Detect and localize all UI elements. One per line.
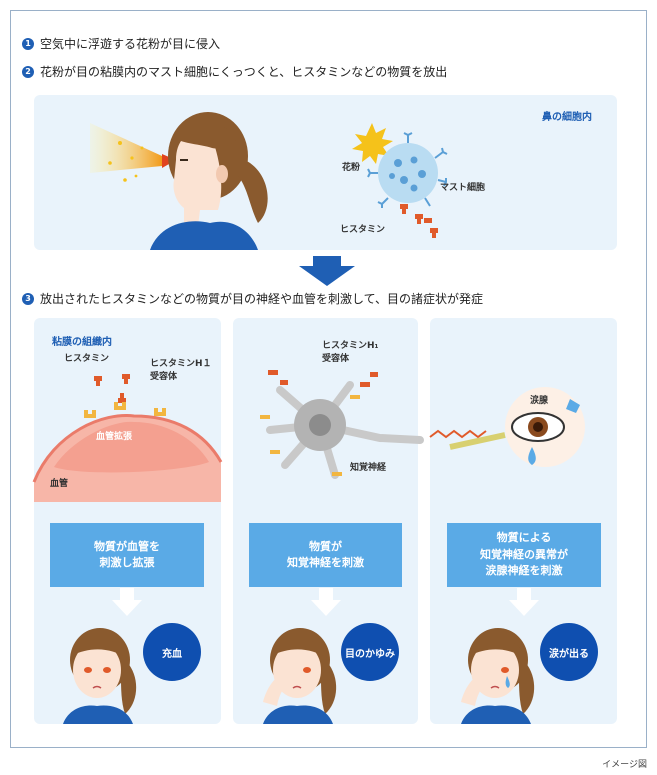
vessel-label: 血管: [50, 479, 69, 489]
nasal-cell-panel: [34, 95, 617, 250]
box-line: 物質が血管を: [94, 539, 160, 553]
down-arrow-icon: [311, 588, 341, 616]
box-line: 物質による: [496, 531, 552, 545]
step-text: 放出されたヒスタミンなどの物質が目の神経や血管を刺激して、目の諸症状が発症: [40, 292, 484, 306]
step-2: 2 花粉が目の粘膜内のマスト細胞にくっつくと、ヒスタミンなどの物質を放出: [22, 63, 447, 80]
box-line: 刺激し拡張: [99, 556, 155, 569]
step-text: 花粉が目の粘膜内のマスト細胞にくっつくと、ヒスタミンなどの物質を放出: [40, 65, 448, 79]
sensory-nerve-label: 知覚神経: [350, 463, 387, 473]
receptor-label-line2: 受容体: [322, 354, 350, 364]
tear-effect-box: 物質による 知覚神経の異常が 涙腺神経を刺激: [447, 523, 601, 587]
vessel-effect-box: 物質が血管を 刺激し拡張: [50, 523, 204, 587]
nerve-effect-box: 物質が 知覚神経を刺激: [249, 523, 402, 587]
result-itchy-eyes-badge: 目のかゆみ: [341, 623, 399, 681]
woman-tears-illustration: [461, 628, 535, 724]
woman-red-eyes-illustration: [63, 628, 137, 724]
box-line: 知覚神経を刺激: [287, 556, 364, 569]
down-arrow-icon: [509, 588, 539, 616]
woman-profile-illustration: [90, 112, 268, 250]
receptor-label-line1: ヒスタミンH₁: [322, 341, 379, 351]
step-3: 3 放出されたヒスタミンなどの物質が目の神経や血管を刺激して、目の諸症状が発症: [22, 290, 483, 307]
histamine-label: ヒスタミン: [340, 225, 386, 235]
receptor-label-line2: 受容体: [150, 372, 178, 382]
vessel-dilation-label: 血管拡張: [96, 432, 133, 442]
woman-itchy-eye-illustration: [263, 628, 337, 724]
mast-cell-label: マスト細胞: [440, 183, 486, 193]
down-arrow-icon: [112, 588, 142, 616]
result-hyperemia-badge: 充血: [143, 623, 201, 681]
mast-cell-illustration: [352, 123, 448, 238]
pollen-label: 花粉: [342, 163, 361, 173]
step-1: 1 空気中に浮遊する花粉が目に侵入: [22, 35, 220, 52]
step-text: 空気中に浮遊する花粉が目に侵入: [40, 37, 221, 51]
down-arrow-icon: [299, 256, 355, 286]
result-tears-badge: 涙が出る: [540, 623, 598, 681]
box-line: 涙腺神経を刺激: [485, 564, 563, 578]
nasal-cell-title: 鼻の細胞内: [542, 112, 592, 123]
image-caption: イメージ図: [602, 760, 647, 770]
step-number: 3: [22, 292, 34, 305]
sensory-nerve-illustration: [260, 370, 424, 479]
step-number: 2: [22, 65, 34, 78]
step-number: 1: [22, 37, 34, 50]
mucosa-title: 粘膜の組織内: [52, 337, 112, 348]
eye-illustration: [429, 387, 585, 467]
tear-gland-label: 涙腺: [530, 396, 549, 406]
box-line: 知覚神経の異常が: [480, 547, 568, 561]
histamine-label: ヒスタミン: [64, 354, 110, 364]
box-line: 物質が: [309, 539, 342, 553]
blood-vessel-illustration: [32, 374, 223, 502]
receptor-label-line1: ヒスタミンH１: [150, 359, 212, 369]
